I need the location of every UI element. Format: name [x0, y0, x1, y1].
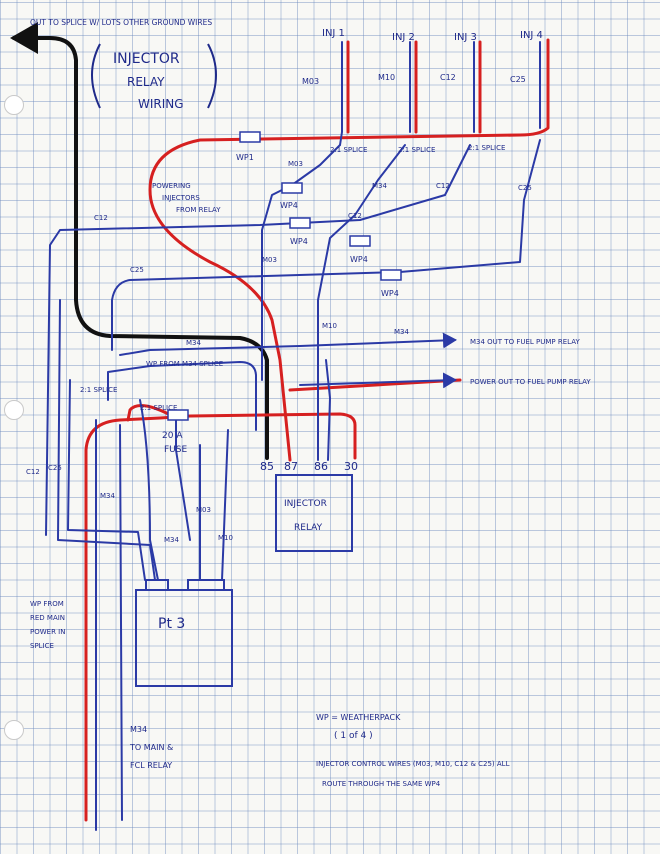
inj1-label: INJ 1 — [322, 28, 345, 39]
c12-label-right: C12 — [436, 182, 450, 190]
power-pump-note: POWER OUT TO FUEL PUMP RELAY — [470, 378, 591, 386]
bottom-left-note-l2: FCL RELAY — [130, 761, 172, 770]
title-bracket-left — [91, 43, 101, 109]
binder-hole — [4, 720, 24, 740]
top-ground-note: OUT TO SPLICE W/ LOTS OTHER GROUND WIRES — [30, 18, 212, 27]
m34-pump-out — [119, 332, 457, 356]
wp4-label-b: WP4 — [290, 237, 308, 246]
relay-pin-85: 85 — [260, 460, 274, 473]
pt3-connector-box — [135, 589, 233, 687]
wp4-label-d: WP4 — [381, 289, 399, 298]
m34-pump-note: M34 OUT TO FUEL PUMP RELAY — [470, 338, 580, 346]
powering-note-l2: INJECTORS — [162, 194, 200, 202]
pt3-m10-feed — [221, 429, 229, 581]
relay-label-l1: INJECTOR — [284, 499, 327, 509]
relay-label-l2: RELAY — [294, 523, 323, 533]
binder-hole — [4, 400, 24, 420]
pt3-pin-left — [145, 579, 169, 591]
pt3-wire-m03: M03 — [196, 506, 211, 514]
fuse-feed — [175, 419, 191, 541]
pt3-m34-feed — [139, 399, 159, 581]
left-splice-label-b: 2:1 SPLICE — [140, 404, 177, 412]
inj3-wire-label: C12 — [440, 73, 456, 82]
c12-label-mid: C12 — [348, 212, 362, 220]
relay-pin-86: 86 — [314, 460, 328, 473]
wp-from-m34-note: WP FROM M34 SPLICE — [146, 360, 223, 368]
wp4-connector-a — [281, 182, 303, 194]
pt3-label: Pt 3 — [158, 616, 185, 632]
pt3-wire-m10: M10 — [218, 534, 233, 542]
fuse-holder — [167, 409, 189, 421]
left-side-note-l4: SPLICE — [30, 642, 54, 650]
powering-note-l3: FROM RELAY — [176, 206, 221, 214]
fuse-label-l2: FUSE — [164, 445, 187, 455]
m34-label-mid: M34 — [186, 339, 201, 347]
left-m34-label: M34 — [100, 492, 115, 500]
c25-down — [67, 379, 146, 581]
c12-label-left: C12 — [94, 214, 108, 222]
injector-relay-box — [275, 474, 353, 552]
left-splice-label-a: 2:1 SPLICE — [80, 386, 117, 394]
injector-power-bus — [148, 38, 550, 462]
m03-label-upper: M03 — [288, 160, 303, 168]
m34-to-main — [119, 424, 123, 821]
inj1-blue — [339, 41, 343, 146]
title-line3: WIRING — [138, 97, 184, 111]
bottom-left-m34: M34 — [130, 725, 147, 734]
left-side-note-l1: WP FROM — [30, 600, 64, 608]
title-bracket-right — [207, 43, 217, 109]
m34-label-upper: M34 — [372, 182, 387, 190]
left-side-note-l3: POWER IN — [30, 628, 65, 636]
c25-label-right: C25 — [518, 184, 532, 192]
left-side-note-l2: RED MAIN — [30, 614, 65, 622]
inj3-label: INJ 3 — [454, 32, 477, 43]
wp1-label: WP1 — [236, 153, 254, 162]
title-line1: INJECTOR — [113, 51, 180, 67]
legend-line1: WP = WEATHERPACK — [316, 713, 401, 722]
m03-label-lower: M03 — [262, 256, 277, 264]
left-c12-label: C12 — [26, 468, 40, 476]
inj4-label: INJ 4 — [520, 30, 543, 41]
relay-pin-30: 30 — [344, 460, 358, 473]
relay86-wire — [325, 359, 331, 461]
wp1-connector — [239, 131, 261, 143]
c25-label-left: C25 — [130, 266, 144, 274]
m10-label: M10 — [322, 322, 337, 330]
title-line2: RELAY — [127, 75, 165, 89]
m10-run — [317, 144, 406, 461]
c12-down — [57, 299, 156, 581]
footnote-line2: ROUTE THROUGH THE SAME WP4 — [322, 780, 441, 788]
inj1-wire-label: M03 — [302, 77, 319, 86]
wp4-connector-b — [289, 217, 311, 229]
relay-pin-87: 87 — [284, 460, 298, 473]
footnote-line1: INJECTOR CONTROL WIRES (M03, M10, C12 & … — [316, 760, 510, 768]
legend-line2: ( 1 of 4 ) — [334, 731, 373, 741]
binder-hole — [4, 95, 24, 115]
splice-label-2: 2:1 SPLICE — [398, 146, 435, 154]
c12-run — [45, 144, 471, 536]
powering-note-l1: POWERING — [152, 182, 191, 190]
wp4-label-a: WP4 — [280, 201, 298, 210]
m34-label-right: M34 — [394, 328, 409, 336]
pt3-wire-m34: M34 — [164, 536, 179, 544]
power-out-blue — [299, 372, 457, 389]
inj4-wire-label: C25 — [510, 75, 526, 84]
wp4-label-c: WP4 — [350, 255, 368, 264]
c25-run — [111, 139, 541, 351]
fuse-label-l1: 20 A — [162, 431, 183, 441]
splice-label-3: 2:1 SPLICE — [468, 144, 505, 152]
pt3-pin-right — [187, 579, 225, 591]
m34-splice-feed — [107, 361, 257, 431]
inj2-wire-label: M10 — [378, 73, 395, 82]
wp4-connector-d — [380, 269, 402, 281]
inj2-label: INJ 2 — [392, 32, 415, 43]
splice-label-1: 2:1 SPLICE — [330, 146, 367, 154]
left-c25-label: C25 — [48, 464, 62, 472]
bottom-left-note-l1: TO MAIN & — [129, 743, 173, 752]
wp4-connector-c — [349, 235, 371, 247]
